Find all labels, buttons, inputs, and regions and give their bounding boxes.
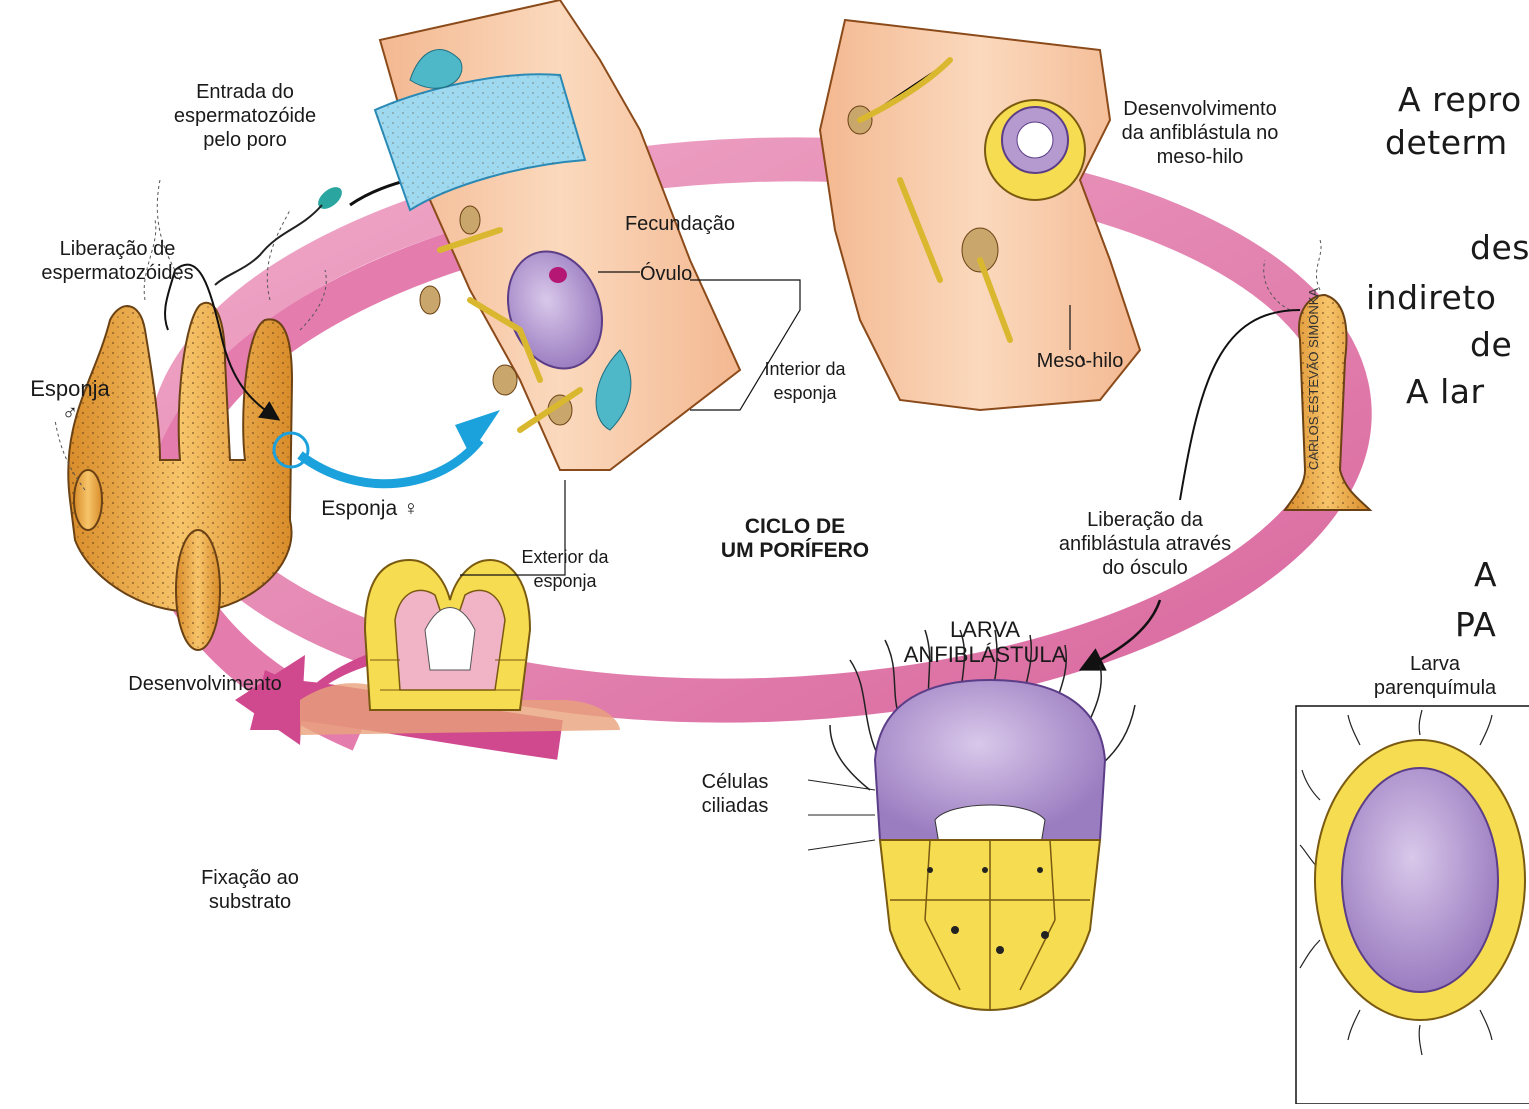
label-entrada: Entrada do espermatozóide pelo poro — [150, 80, 340, 152]
label-larva-par-1: Larva — [1355, 652, 1515, 676]
label-liberacao-anf-2: anfiblástula através — [1030, 532, 1260, 556]
label-celulas-2: ciliadas — [680, 794, 790, 818]
label-fecundacao: Fecundação — [605, 212, 755, 236]
label-liberacao-esp-1: Liberação de — [5, 237, 230, 261]
label-interior-1: Interior da — [745, 357, 865, 381]
illustrator-credit: CARLOS ESTEVÃO SIMONKA — [1306, 288, 1321, 470]
label-liberacao-anf-3: do ósculo — [1030, 556, 1260, 580]
label-meso-hilo: Meso-hilo — [1020, 349, 1140, 373]
label-entrada-3: pelo poro — [150, 128, 340, 152]
label-esponja-macho: Esponja ♂ — [15, 377, 125, 425]
label-desenv-anf-2: da anfiblástula no — [1100, 121, 1300, 145]
label-esponja-femea: Esponja ♀ — [300, 497, 440, 521]
label-desenvolvimento: Desenvolvimento — [85, 672, 325, 696]
diagram-title: CICLO DE UM PORÍFERO — [685, 515, 905, 563]
label-larva-par-2: parenquímula — [1355, 676, 1515, 700]
side-text-7: A — [1474, 555, 1497, 594]
side-text-3: des — [1470, 228, 1529, 267]
label-desenvolvimento-anfiblastula: Desenvolvimento da anfiblástula no meso-… — [1100, 97, 1300, 169]
label-larva-anf-2: ANFIBLÁSTULA — [870, 642, 1100, 667]
label-fixacao-1: Fixação ao — [170, 866, 330, 890]
label-entrada-1: Entrada do — [150, 80, 340, 104]
label-interior-esponja: Interior da esponja — [745, 357, 865, 405]
label-esponja-m-1: Esponja — [15, 377, 125, 401]
label-exterior-esponja: Exterior da esponja — [505, 545, 625, 593]
label-fixacao-2: substrato — [170, 890, 330, 914]
label-desenv-anf-1: Desenvolvimento — [1100, 97, 1300, 121]
label-desenv-anf-3: meso-hilo — [1100, 145, 1300, 169]
side-text-6: A lar — [1406, 372, 1485, 411]
side-text-5: de — [1470, 325, 1512, 364]
label-interior-2: esponja — [745, 381, 865, 405]
label-larva-parenquimula: Larva parenquímula — [1355, 652, 1515, 700]
parenchymula-larva — [1296, 706, 1529, 1104]
label-larva-anf-1: LARVA — [870, 617, 1100, 642]
zoom-arrow — [300, 440, 480, 484]
label-esponja-m-2: ♂ — [15, 401, 125, 425]
side-text-2: determ — [1385, 123, 1508, 162]
label-ovulo: Óvulo — [640, 262, 740, 286]
label-fixacao-substrato: Fixação ao substrato — [170, 866, 330, 914]
label-celulas-ciliadas: Células ciliadas — [680, 770, 790, 818]
diagram-title-2: UM PORÍFERO — [685, 539, 905, 563]
diagram-title-1: CICLO DE — [685, 515, 905, 539]
label-celulas-1: Células — [680, 770, 790, 794]
label-larva-anfiblastula: LARVA ANFIBLÁSTULA — [870, 617, 1100, 667]
label-entrada-2: espermatozóide — [150, 104, 340, 128]
label-exterior-2: esponja — [505, 569, 625, 593]
side-text-8: PA — [1455, 605, 1496, 644]
label-liberacao-anfiblastula: Liberação da anfiblástula através do ósc… — [1030, 508, 1260, 580]
side-text-1: A repro — [1398, 80, 1522, 119]
label-exterior-1: Exterior da — [505, 545, 625, 569]
label-liberacao-espermatozoides: Liberação de espermatozóides — [5, 237, 230, 285]
label-liberacao-esp-2: espermatozóides — [5, 261, 230, 285]
side-text-4: indireto — [1366, 278, 1496, 317]
label-liberacao-anf-1: Liberação da — [1030, 508, 1260, 532]
